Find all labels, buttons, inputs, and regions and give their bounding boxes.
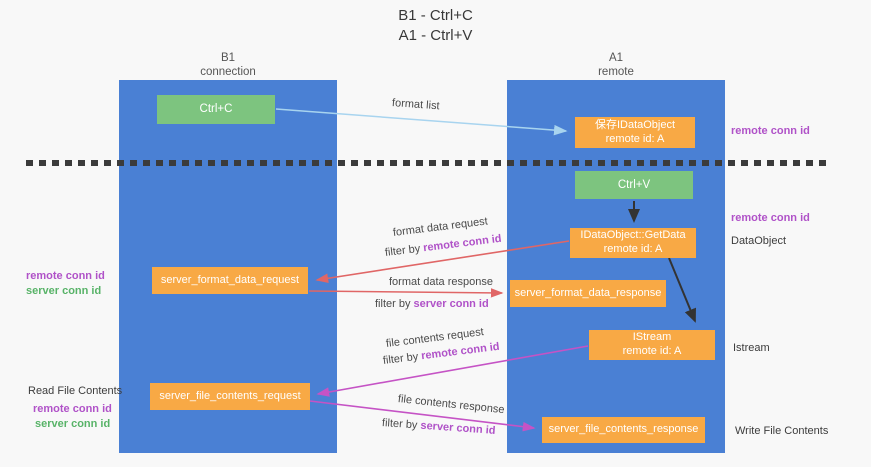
node-ctrl-c: Ctrl+C — [157, 95, 275, 124]
filter-by-text: filter by — [381, 417, 421, 432]
getdata-line1: IDataObject::GetData — [580, 229, 686, 242]
lane-header-b1: B1 connection — [168, 51, 288, 80]
node-ctrl-v: Ctrl+V — [575, 171, 693, 199]
lane-header-a1: A1 remote — [556, 51, 676, 80]
getdata-line2: remote id: A — [603, 243, 663, 255]
lane-a1-role: remote — [598, 66, 634, 79]
ctrl-c-label: Ctrl+C — [199, 103, 233, 116]
left-server-conn-id-2: server conn id — [35, 417, 111, 430]
write-file-contents-label: Write File Contents — [735, 425, 829, 437]
saved-idataobject-line2: remote id: A — [605, 132, 665, 145]
istream-side-label: Istream — [733, 342, 770, 354]
label-format-data-response: format data response — [389, 276, 493, 288]
node-server-file-contents-request: server_file_contents_request — [150, 383, 310, 410]
read-file-contents-label: Read File Contents — [28, 385, 123, 397]
filter-by-text: filter by — [384, 242, 424, 259]
server-conn-id-text: server conn id — [413, 298, 489, 310]
istream-line1: IStream — [632, 331, 672, 344]
server-file-contents-response-label: server_file_contents_response — [548, 423, 699, 436]
dataobject-label: DataObject — [731, 235, 787, 247]
left-format-conn-ids: remote conn id server conn id — [26, 269, 105, 299]
server-format-data-response-label: server_format_data_response — [514, 286, 662, 299]
node-saved-idataobject: 保存IDataObject remote id: A — [575, 117, 695, 148]
right-remote-conn-id-2: remote conn id — [731, 212, 810, 224]
label-filter-server-2: filter by server conn id — [382, 417, 496, 437]
saved-idataobject-line1: 保存IDataObject — [594, 118, 676, 131]
right-remote-conn-id-1: remote conn id — [731, 125, 810, 137]
label-format-list: format list — [391, 97, 440, 113]
filter-by-text: filter by — [375, 298, 414, 310]
title-line-2: A1 - Ctrl+V — [398, 26, 473, 44]
left-server-conn-id: server conn id — [26, 284, 102, 297]
node-server-format-data-response: server_format_data_response — [510, 280, 666, 307]
left-remote-conn-id: remote conn id — [26, 270, 105, 282]
server-file-contents-request-label: server_file_contents_request — [159, 389, 301, 402]
left-read-file-contents-group: Read File Contents remote conn id server… — [28, 384, 122, 432]
node-server-format-data-request: server_format_data_request — [152, 267, 308, 294]
node-server-file-contents-response: server_file_contents_response — [542, 417, 705, 443]
lane-b1-name: B1 — [220, 52, 236, 64]
left-remote-conn-id-2: remote conn id — [33, 402, 112, 415]
istream-line2: remote id: A — [622, 345, 682, 357]
label-file-contents-response: file contents response — [397, 393, 506, 417]
node-idataobject-getdata: IDataObject::GetData remote id: A — [570, 228, 696, 258]
node-istream: IStream remote id: A — [589, 330, 715, 360]
label-filter-server-1: filter by server conn id — [375, 298, 489, 310]
server-format-data-request-label: server_format_data_request — [160, 273, 300, 286]
arrow-format-data-response — [308, 288, 504, 298]
lane-a1-name: A1 — [608, 52, 624, 64]
clipboard-boundary-dashed-line — [26, 160, 827, 166]
lane-b1-role: connection — [200, 66, 256, 79]
diagram-title: B1 - Ctrl+C A1 - Ctrl+V — [0, 6, 871, 46]
filter-by-text: filter by — [382, 350, 422, 367]
server-conn-id-text: server conn id — [420, 419, 496, 437]
ctrl-v-label: Ctrl+V — [617, 178, 651, 191]
remote-conn-id-text: remote conn id — [422, 232, 503, 255]
title-line-1: B1 - Ctrl+C — [398, 7, 473, 24]
